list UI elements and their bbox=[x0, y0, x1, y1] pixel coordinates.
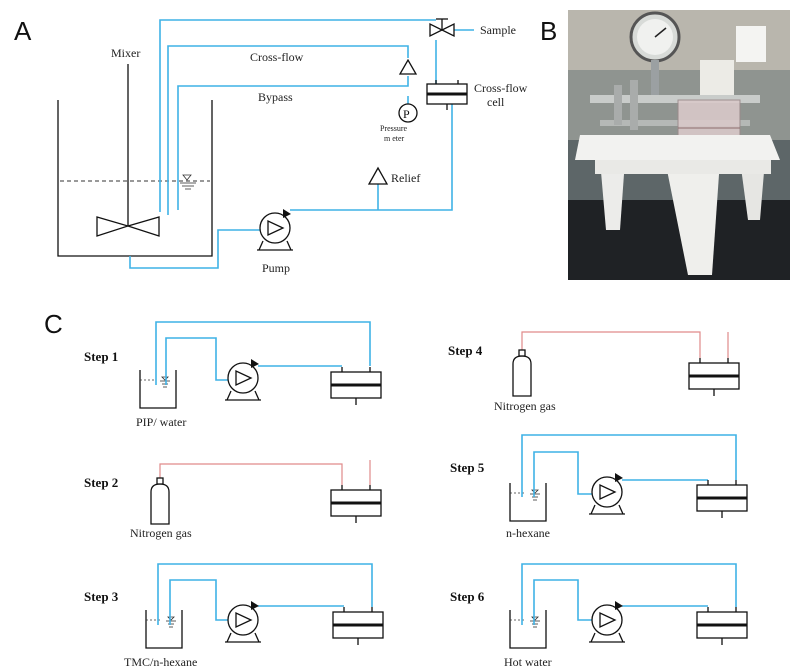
step-6-title: Step 6 bbox=[450, 589, 485, 604]
liquid-level-icon bbox=[180, 175, 196, 189]
step-3-label: TMC/n-hexane bbox=[124, 655, 197, 669]
cross-flow-return-line bbox=[168, 46, 408, 215]
step-2-label: Nitrogen gas bbox=[130, 526, 192, 540]
cross-flow-cell-label: Cross-flow bbox=[474, 81, 528, 95]
pressure-gauge: P bbox=[399, 104, 417, 122]
pressure-meter-label: Pressure bbox=[380, 124, 408, 133]
step-1-label: PIP/ water bbox=[136, 415, 186, 429]
step-4-label: Nitrogen gas bbox=[494, 399, 556, 413]
step-5-label: n-hexane bbox=[506, 526, 550, 540]
step-1-title: Step 1 bbox=[84, 349, 118, 364]
panel-letter-c: C bbox=[44, 309, 63, 339]
step-6: Step 6 Hot water bbox=[450, 564, 747, 669]
panel-letter-b: B bbox=[540, 16, 557, 46]
step-4: Step 4 Nitrogen gas bbox=[448, 332, 739, 413]
apparatus-photo bbox=[568, 10, 790, 280]
step-2-title: Step 2 bbox=[84, 475, 118, 490]
step-5-title: Step 5 bbox=[450, 460, 485, 475]
sample-valve bbox=[430, 19, 454, 36]
relief-valve bbox=[369, 168, 387, 184]
svg-text:P: P bbox=[403, 107, 410, 121]
feed-line bbox=[130, 230, 260, 268]
step-3: Step 3 TMC/n-hexane bbox=[84, 564, 383, 669]
relief-label: Relief bbox=[391, 171, 420, 185]
cross-flow-check-valve bbox=[400, 60, 416, 74]
pump bbox=[257, 209, 293, 250]
mixer-label: Mixer bbox=[111, 46, 140, 60]
pump-label: Pump bbox=[262, 261, 290, 275]
pump-outlet-line bbox=[290, 104, 452, 210]
sample-label: Sample bbox=[480, 23, 516, 37]
step-1: Step 1 PIP/ water bbox=[84, 322, 381, 429]
step-3-title: Step 3 bbox=[84, 589, 119, 604]
pressure-meter-label-2: m eter bbox=[384, 134, 405, 143]
cross-flow-label: Cross-flow bbox=[250, 50, 304, 64]
step-4-title: Step 4 bbox=[448, 343, 483, 358]
cross-flow-cell bbox=[427, 80, 467, 110]
cross-flow-cell-label-2: cell bbox=[487, 95, 505, 109]
bypass-label: Bypass bbox=[258, 90, 293, 104]
step-2: Step 2 Nitrogen gas bbox=[84, 460, 381, 540]
step-5: Step 5 n-hexane bbox=[450, 435, 747, 540]
step-6-label: Hot water bbox=[504, 655, 552, 669]
panel-letter-a: A bbox=[14, 16, 32, 46]
panel-a-schematic: Mixer Sample Cross-flow Bypass P Pressur… bbox=[58, 19, 528, 275]
